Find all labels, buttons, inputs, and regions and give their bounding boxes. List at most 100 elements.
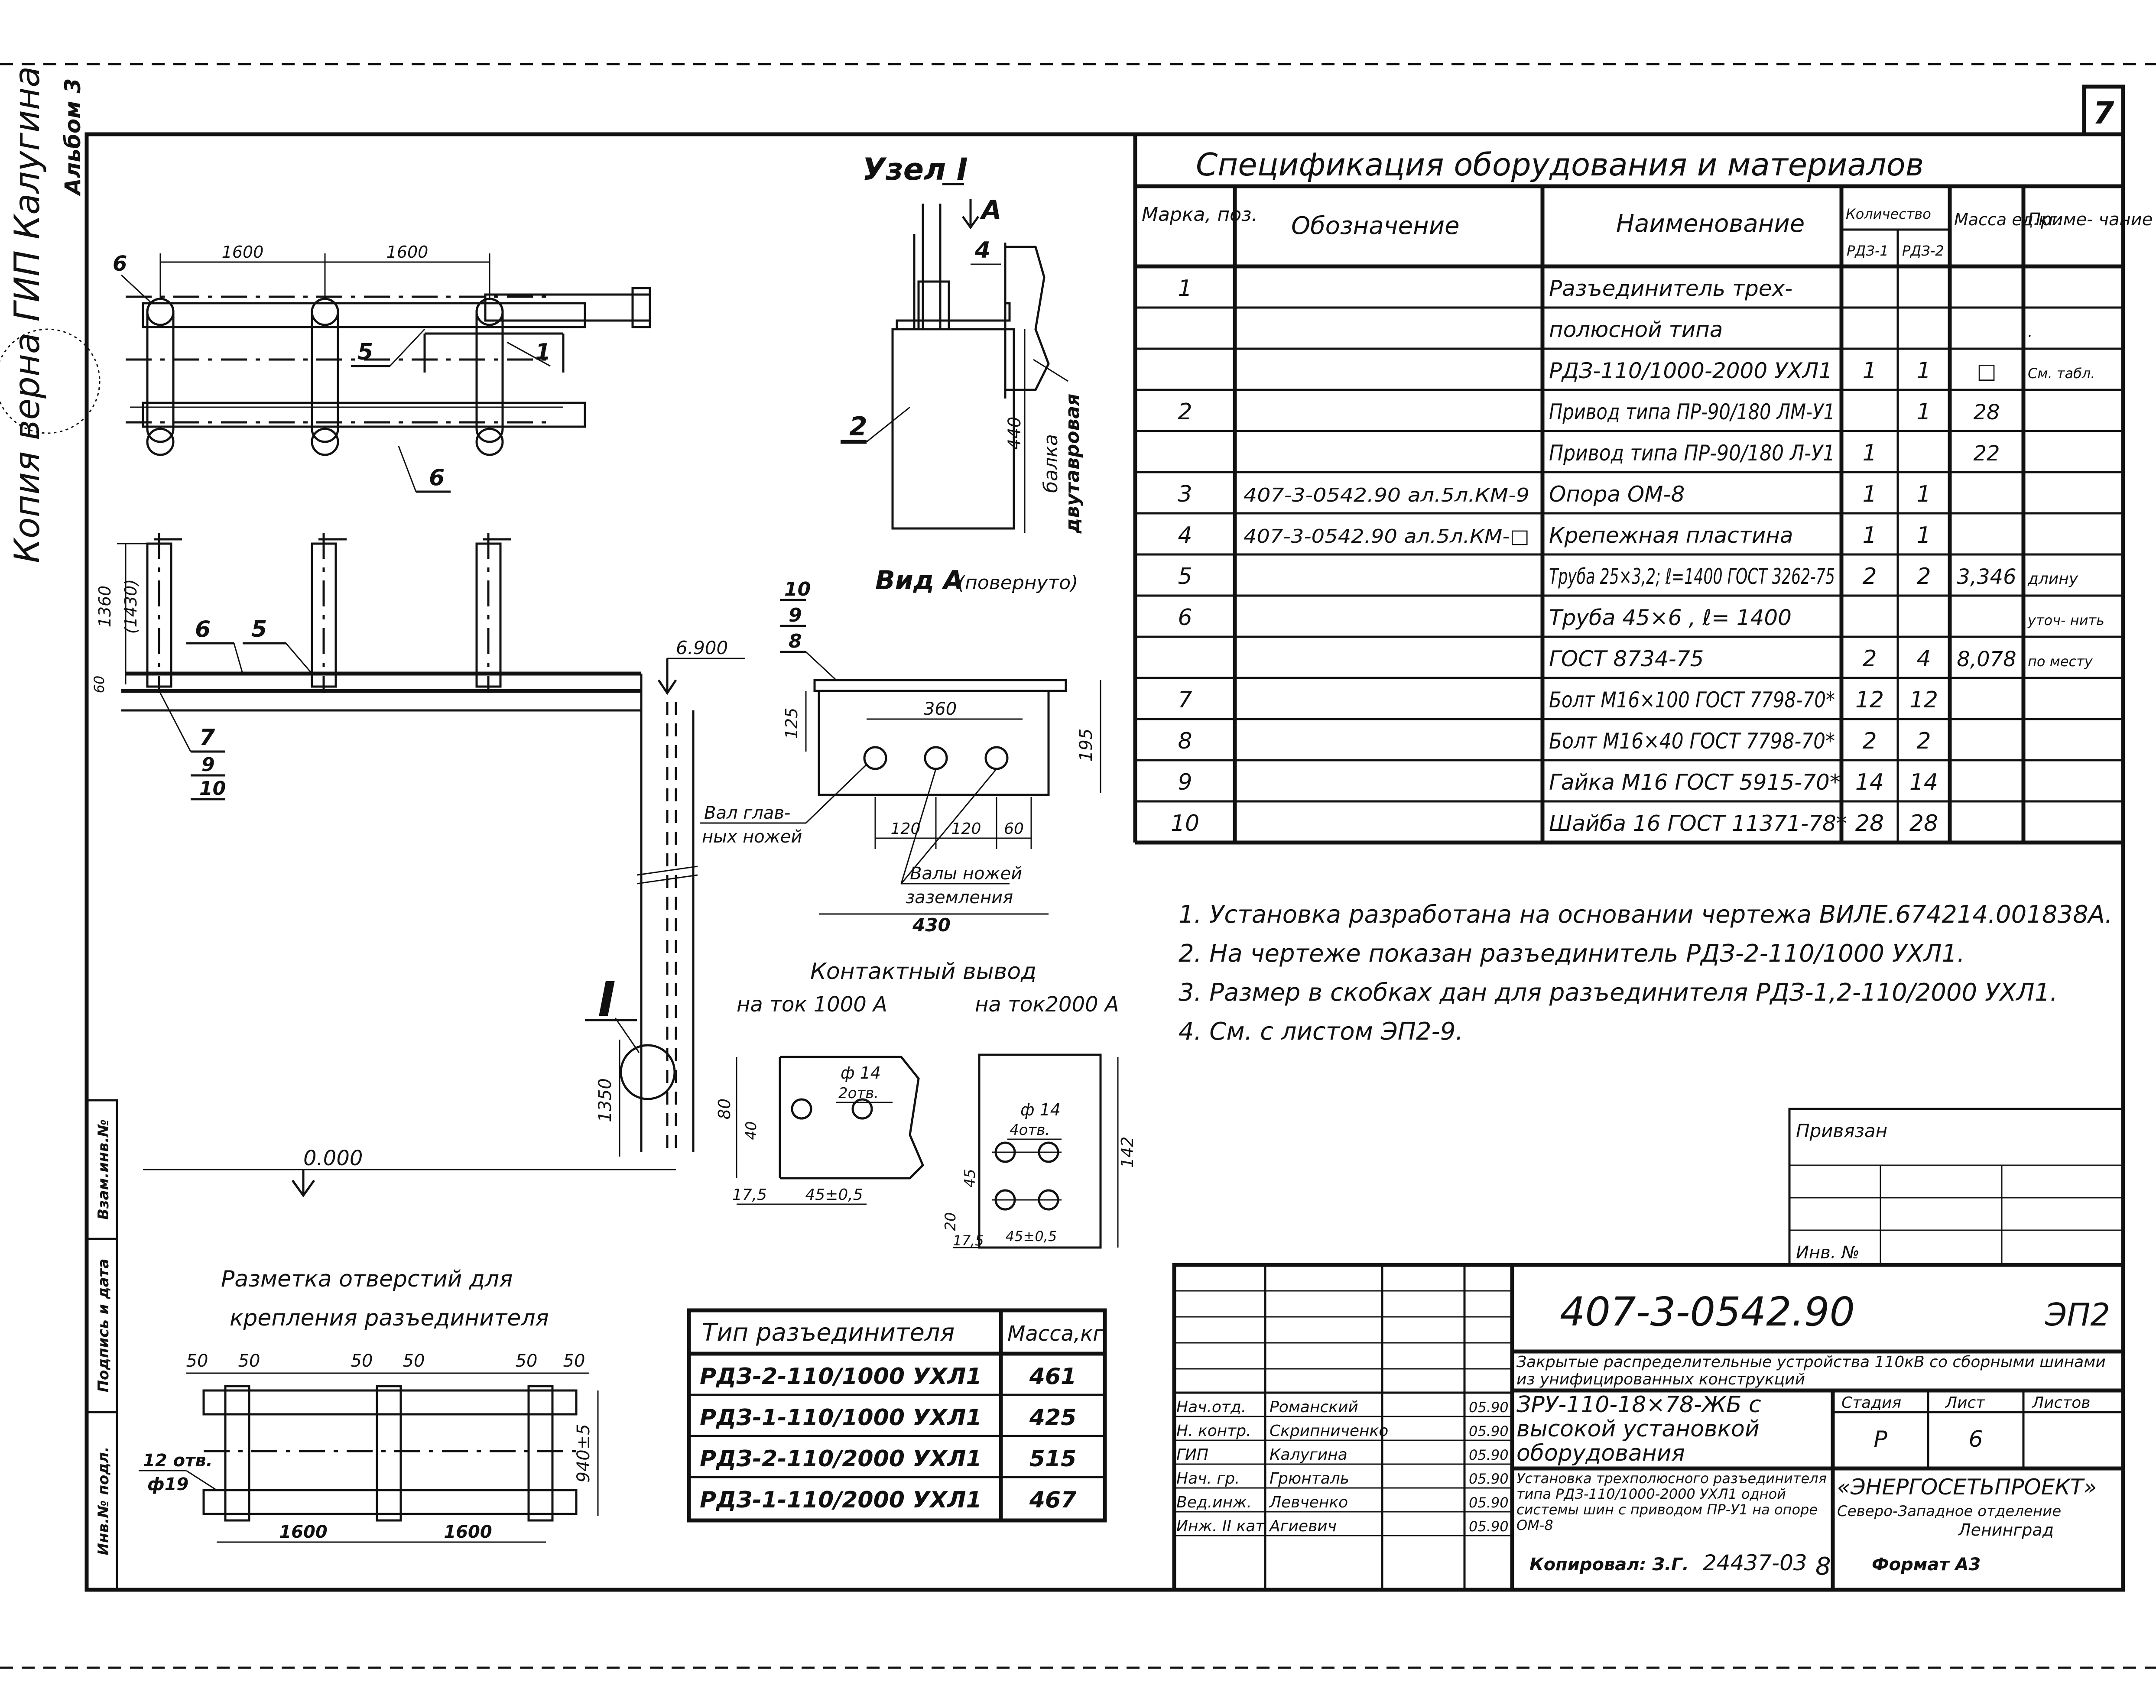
- svg-text:РДЗ-1-110/2000 УХЛ1: РДЗ-1-110/2000 УХЛ1: [700, 1487, 982, 1513]
- title-role-cell: Калугина: [1270, 1446, 1348, 1464]
- svg-text:I: I: [598, 972, 616, 1027]
- note-1: 1. Установка разработана на основании че…: [1179, 901, 2113, 929]
- round-seal: [0, 328, 101, 434]
- spec-cell: Опора ОМ-8: [1549, 482, 1685, 507]
- spec-cell: 22: [1973, 441, 2000, 466]
- svg-text:Спецификация оборудования и ма: Спецификация оборудования и материалов: [1196, 146, 1924, 183]
- svg-text:1600: 1600: [222, 243, 264, 262]
- title-role-cell: 05.90: [1469, 1399, 1509, 1416]
- shaft-detail: 10 9 8 360 125 195 120 120 60 430 Вал гл…: [700, 578, 1101, 936]
- object-title: ЗРУ-110-18×78-ЖБ с высокой установкой об…: [1516, 1393, 1761, 1466]
- spec-cell: Гайка М16 ГОСТ 5915-70*: [1549, 770, 1841, 795]
- spec-cell: 7: [1178, 687, 1192, 713]
- svg-text:0.000: 0.000: [303, 1146, 363, 1170]
- title-role-cell: Романский: [1270, 1398, 1358, 1416]
- svg-text:4отв.: 4отв.: [1010, 1121, 1050, 1139]
- spec-cell: .: [2028, 323, 2033, 341]
- title-role-cell: 05.90: [1469, 1494, 1509, 1511]
- spec-cell: Труба 25×3,2; ℓ=1400 ГОСТ 3262-75: [1549, 564, 1835, 589]
- svg-text:Наименование: Наименование: [1616, 210, 1805, 238]
- svg-text:50: 50: [238, 1351, 260, 1371]
- svg-text:балка: балка: [1040, 434, 1062, 493]
- svg-text:2отв.: 2отв.: [838, 1085, 879, 1102]
- svg-text:20: 20: [942, 1212, 959, 1231]
- svg-text:РДЗ-1: РДЗ-1: [1847, 243, 1889, 259]
- svg-text:6: 6: [429, 465, 445, 491]
- svg-text:7: 7: [199, 725, 215, 751]
- svg-text:50: 50: [403, 1351, 425, 1371]
- spec-cell: длину: [2027, 570, 2078, 588]
- svg-text:заземления: заземления: [906, 888, 1013, 907]
- sheet-number: 7: [2093, 95, 2114, 131]
- svg-text:60: 60: [1004, 820, 1024, 838]
- spec-cell: 2: [1862, 646, 1877, 672]
- svg-text:40: 40: [743, 1121, 760, 1140]
- svg-text:10: 10: [199, 778, 226, 800]
- svg-text:120: 120: [951, 820, 981, 838]
- spec-cell: 1: [1862, 481, 1877, 507]
- svg-text:8: 8: [789, 630, 802, 652]
- svg-text:461: 461: [1029, 1364, 1077, 1390]
- svg-text:1360: 1360: [95, 586, 114, 628]
- svg-text:125: 125: [782, 708, 801, 739]
- svg-text:Взам.инв.№: Взам.инв.№: [95, 1119, 112, 1220]
- svg-text:80: 80: [715, 1099, 734, 1119]
- svg-text:Ленинград: Ленинград: [1958, 1520, 2054, 1539]
- spec-cell: 1: [1916, 522, 1931, 548]
- svg-text:Тип разъединителя: Тип разъединителя: [702, 1319, 955, 1347]
- spec-cell: 1: [1862, 522, 1877, 548]
- svg-text:Привязан: Привязан: [1796, 1120, 1887, 1141]
- spec-cell: 2: [1178, 399, 1192, 425]
- svg-text:Лист: Лист: [1945, 1394, 1985, 1412]
- svg-text:9: 9: [201, 754, 215, 776]
- spec-cell: 6: [1178, 605, 1192, 631]
- title-block: 407-3-0542.90 ЭП2 Закрытые распределител…: [1172, 1263, 2125, 1592]
- svg-text:Узел I: Узел I: [862, 152, 968, 187]
- spec-cell: 2: [1916, 564, 1931, 590]
- sheet-code: ЭП2: [2045, 1296, 2110, 1333]
- project-title: Закрытые распределительные устройства 11…: [1516, 1354, 2106, 1388]
- spec-cell: 9: [1178, 769, 1192, 795]
- spec-cell: 2: [1862, 728, 1877, 754]
- svg-text:360: 360: [924, 699, 957, 719]
- spec-cell: 8,078: [1957, 647, 2016, 671]
- svg-text:1350: 1350: [595, 1078, 615, 1122]
- hole-marking: Разметка отверстий для крепления разъеди…: [139, 1266, 599, 1543]
- mass-table: Тип разъединителя Масса,кг РДЗ-2-110/100…: [687, 1308, 1107, 1523]
- spec-cell: Крепежная пластина: [1549, 523, 1793, 548]
- svg-text:1: 1: [535, 339, 551, 365]
- svg-text:на ток 1000 А: на ток 1000 А: [737, 992, 887, 1017]
- spec-cell: 3,346: [1957, 565, 2016, 589]
- spec-cell: Труба 45×6 , ℓ= 1400: [1549, 605, 1792, 630]
- svg-text:4: 4: [974, 237, 990, 263]
- spec-cell: 2: [1916, 728, 1931, 754]
- spec-cell: 5: [1178, 564, 1192, 590]
- spec-cell: 1: [1916, 481, 1931, 507]
- svg-text:Северо-Западное отделение: Северо-Западное отделение: [1837, 1503, 2061, 1520]
- doc-code: 407-3-0542.90: [1560, 1289, 1855, 1335]
- svg-text:«ЭНЕРГОСЕТЬПРОЕКТ»: «ЭНЕРГОСЕТЬПРОЕКТ»: [1837, 1475, 2097, 1500]
- svg-text:на ток2000 А: на ток2000 А: [975, 992, 1119, 1017]
- svg-text:5: 5: [357, 339, 373, 365]
- spec-cell: 1: [1916, 399, 1931, 425]
- svg-text:24437-03: 24437-03: [1703, 1550, 1807, 1575]
- svg-text:1600: 1600: [444, 1522, 492, 1542]
- title-role-cell: Вед.инж.: [1176, 1494, 1252, 1511]
- svg-text:9: 9: [789, 604, 802, 626]
- svg-text:1600: 1600: [279, 1522, 327, 1542]
- spec-cell: 1: [1916, 358, 1931, 384]
- title-role-cell: Нач. гр.: [1176, 1470, 1240, 1488]
- spec-cell: 1: [1862, 440, 1877, 466]
- svg-text:50: 50: [186, 1351, 208, 1371]
- svg-text:45±0,5: 45±0,5: [805, 1186, 863, 1204]
- svg-text:Марка, поз.: Марка, поз.: [1142, 204, 1257, 226]
- spec-cell: уточ- нить: [2027, 612, 2104, 629]
- svg-text:Масса ед.кг.: Масса ед.кг.: [1954, 210, 2062, 229]
- svg-text:45: 45: [961, 1169, 979, 1187]
- title-role-cell: Агиевич: [1269, 1517, 1337, 1535]
- spec-cell: по месту: [2028, 653, 2093, 670]
- spec-cell: 10: [1171, 810, 1199, 836]
- notes: 1. Установка разработана на основании че…: [1179, 901, 2113, 1046]
